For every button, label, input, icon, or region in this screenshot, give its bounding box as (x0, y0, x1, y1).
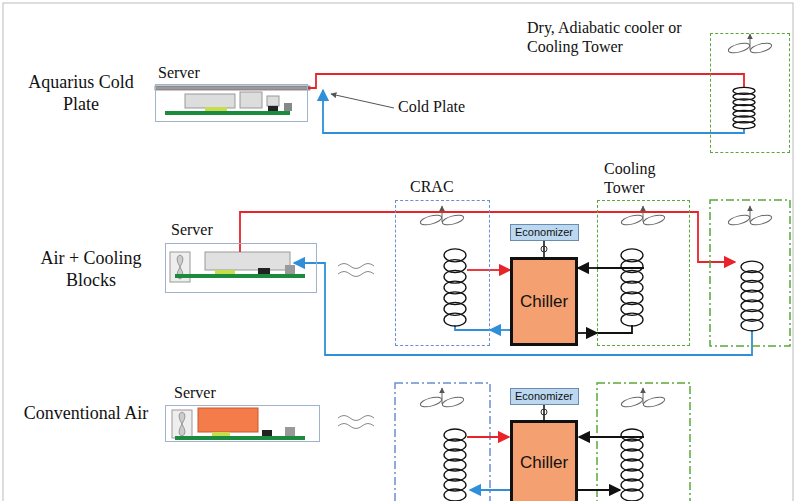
server-box: Server (165, 243, 317, 293)
pipe (470, 489, 510, 491)
box-heading: Server (171, 220, 213, 239)
box-label: Economizer (515, 391, 573, 402)
server-board (155, 86, 310, 115)
box-label: Economizer (515, 227, 573, 238)
server-box: Server (155, 84, 308, 122)
fan-symbol (620, 206, 665, 227)
pipe-connector (490, 269, 510, 271)
fan-symbol (419, 206, 464, 227)
chiller-box: Chiller (510, 420, 578, 501)
box-heading: Cooling Tower (604, 159, 688, 197)
fan-symbol (727, 34, 772, 55)
pipe (578, 489, 620, 491)
frame (3, 3, 793, 501)
cooling-tower-box (710, 200, 790, 346)
pipe (579, 436, 644, 438)
pipe (597, 267, 644, 269)
pipe (240, 212, 735, 262)
fan-symbol (727, 206, 772, 227)
pipe-connector (578, 267, 597, 269)
row-label: Air + Cooling Blocks (20, 248, 162, 291)
box-heading: Server (158, 63, 200, 82)
pipe (467, 269, 490, 271)
chiller-box: Chiller (510, 257, 578, 346)
pipe-connector (543, 405, 545, 420)
pipe-connector (323, 90, 710, 133)
cooler-box: Dry, Adiabatic cooler or Cooling Tower (710, 33, 790, 153)
coils-and-fans (419, 34, 772, 501)
fan-symbol (419, 388, 464, 409)
coil-winding (733, 122, 755, 129)
server-box: Server (165, 405, 320, 442)
crac-box (395, 383, 490, 501)
pipe-connector (543, 241, 545, 257)
pipe-connector (578, 332, 597, 334)
cold-plate-bar (155, 86, 310, 90)
server-board (170, 252, 305, 282)
callout-label: Cold Plate (398, 97, 488, 116)
fan-symbol (620, 388, 665, 409)
server-board (172, 408, 305, 440)
pipe (710, 74, 744, 88)
economizer-box: Economizer (510, 224, 579, 241)
row-label: Conventional Air (18, 403, 154, 425)
pipe-connector (308, 74, 710, 88)
crac-box: CRAC (395, 200, 490, 346)
break-mark (338, 264, 374, 277)
leader-line (331, 94, 394, 108)
box-heading: Dry, Adiabatic cooler or Cooling Tower (527, 18, 705, 56)
box-label: Chiller (520, 454, 568, 471)
box-label: Chiller (520, 293, 568, 310)
economizer-box: Economizer (510, 388, 579, 405)
pipe (597, 325, 632, 333)
coil-winding (444, 313, 466, 326)
pipe-connector (490, 329, 510, 331)
break-mark (338, 416, 374, 429)
box-heading: CRAC (410, 177, 454, 196)
cooling-tower-box: Cooling Tower (597, 200, 690, 346)
cooling-tower-box (597, 383, 690, 501)
pipe (467, 436, 509, 438)
box-heading: Server (174, 383, 216, 402)
coil-winding (621, 489, 643, 501)
row-label: Aquarius Cold Plate (22, 72, 140, 115)
coil-winding (444, 489, 466, 501)
coil-winding (741, 319, 763, 331)
coil-winding (621, 313, 643, 326)
